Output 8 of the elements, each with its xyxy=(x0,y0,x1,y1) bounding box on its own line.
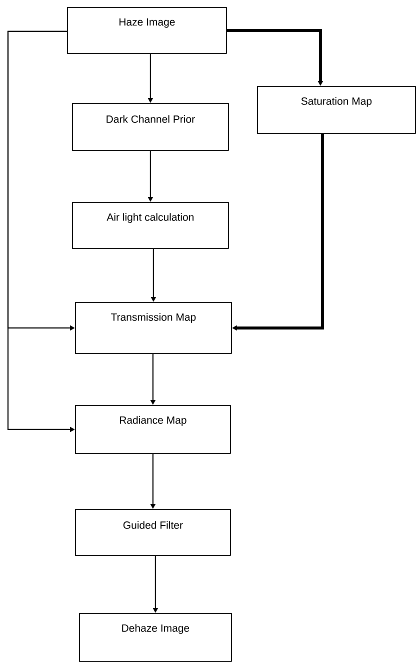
process-box: Haze Image xyxy=(67,7,227,54)
process-box: Radiance Map xyxy=(75,405,231,454)
process-box: Guided Filter xyxy=(75,509,231,556)
process-box: Dark Channel Prior xyxy=(72,103,229,151)
process-box: Saturation Map xyxy=(257,86,416,134)
process-box: Transmission Map xyxy=(75,302,232,354)
process-box: Air light calculation xyxy=(72,202,229,249)
process-box: Dehaze Image xyxy=(79,613,232,662)
